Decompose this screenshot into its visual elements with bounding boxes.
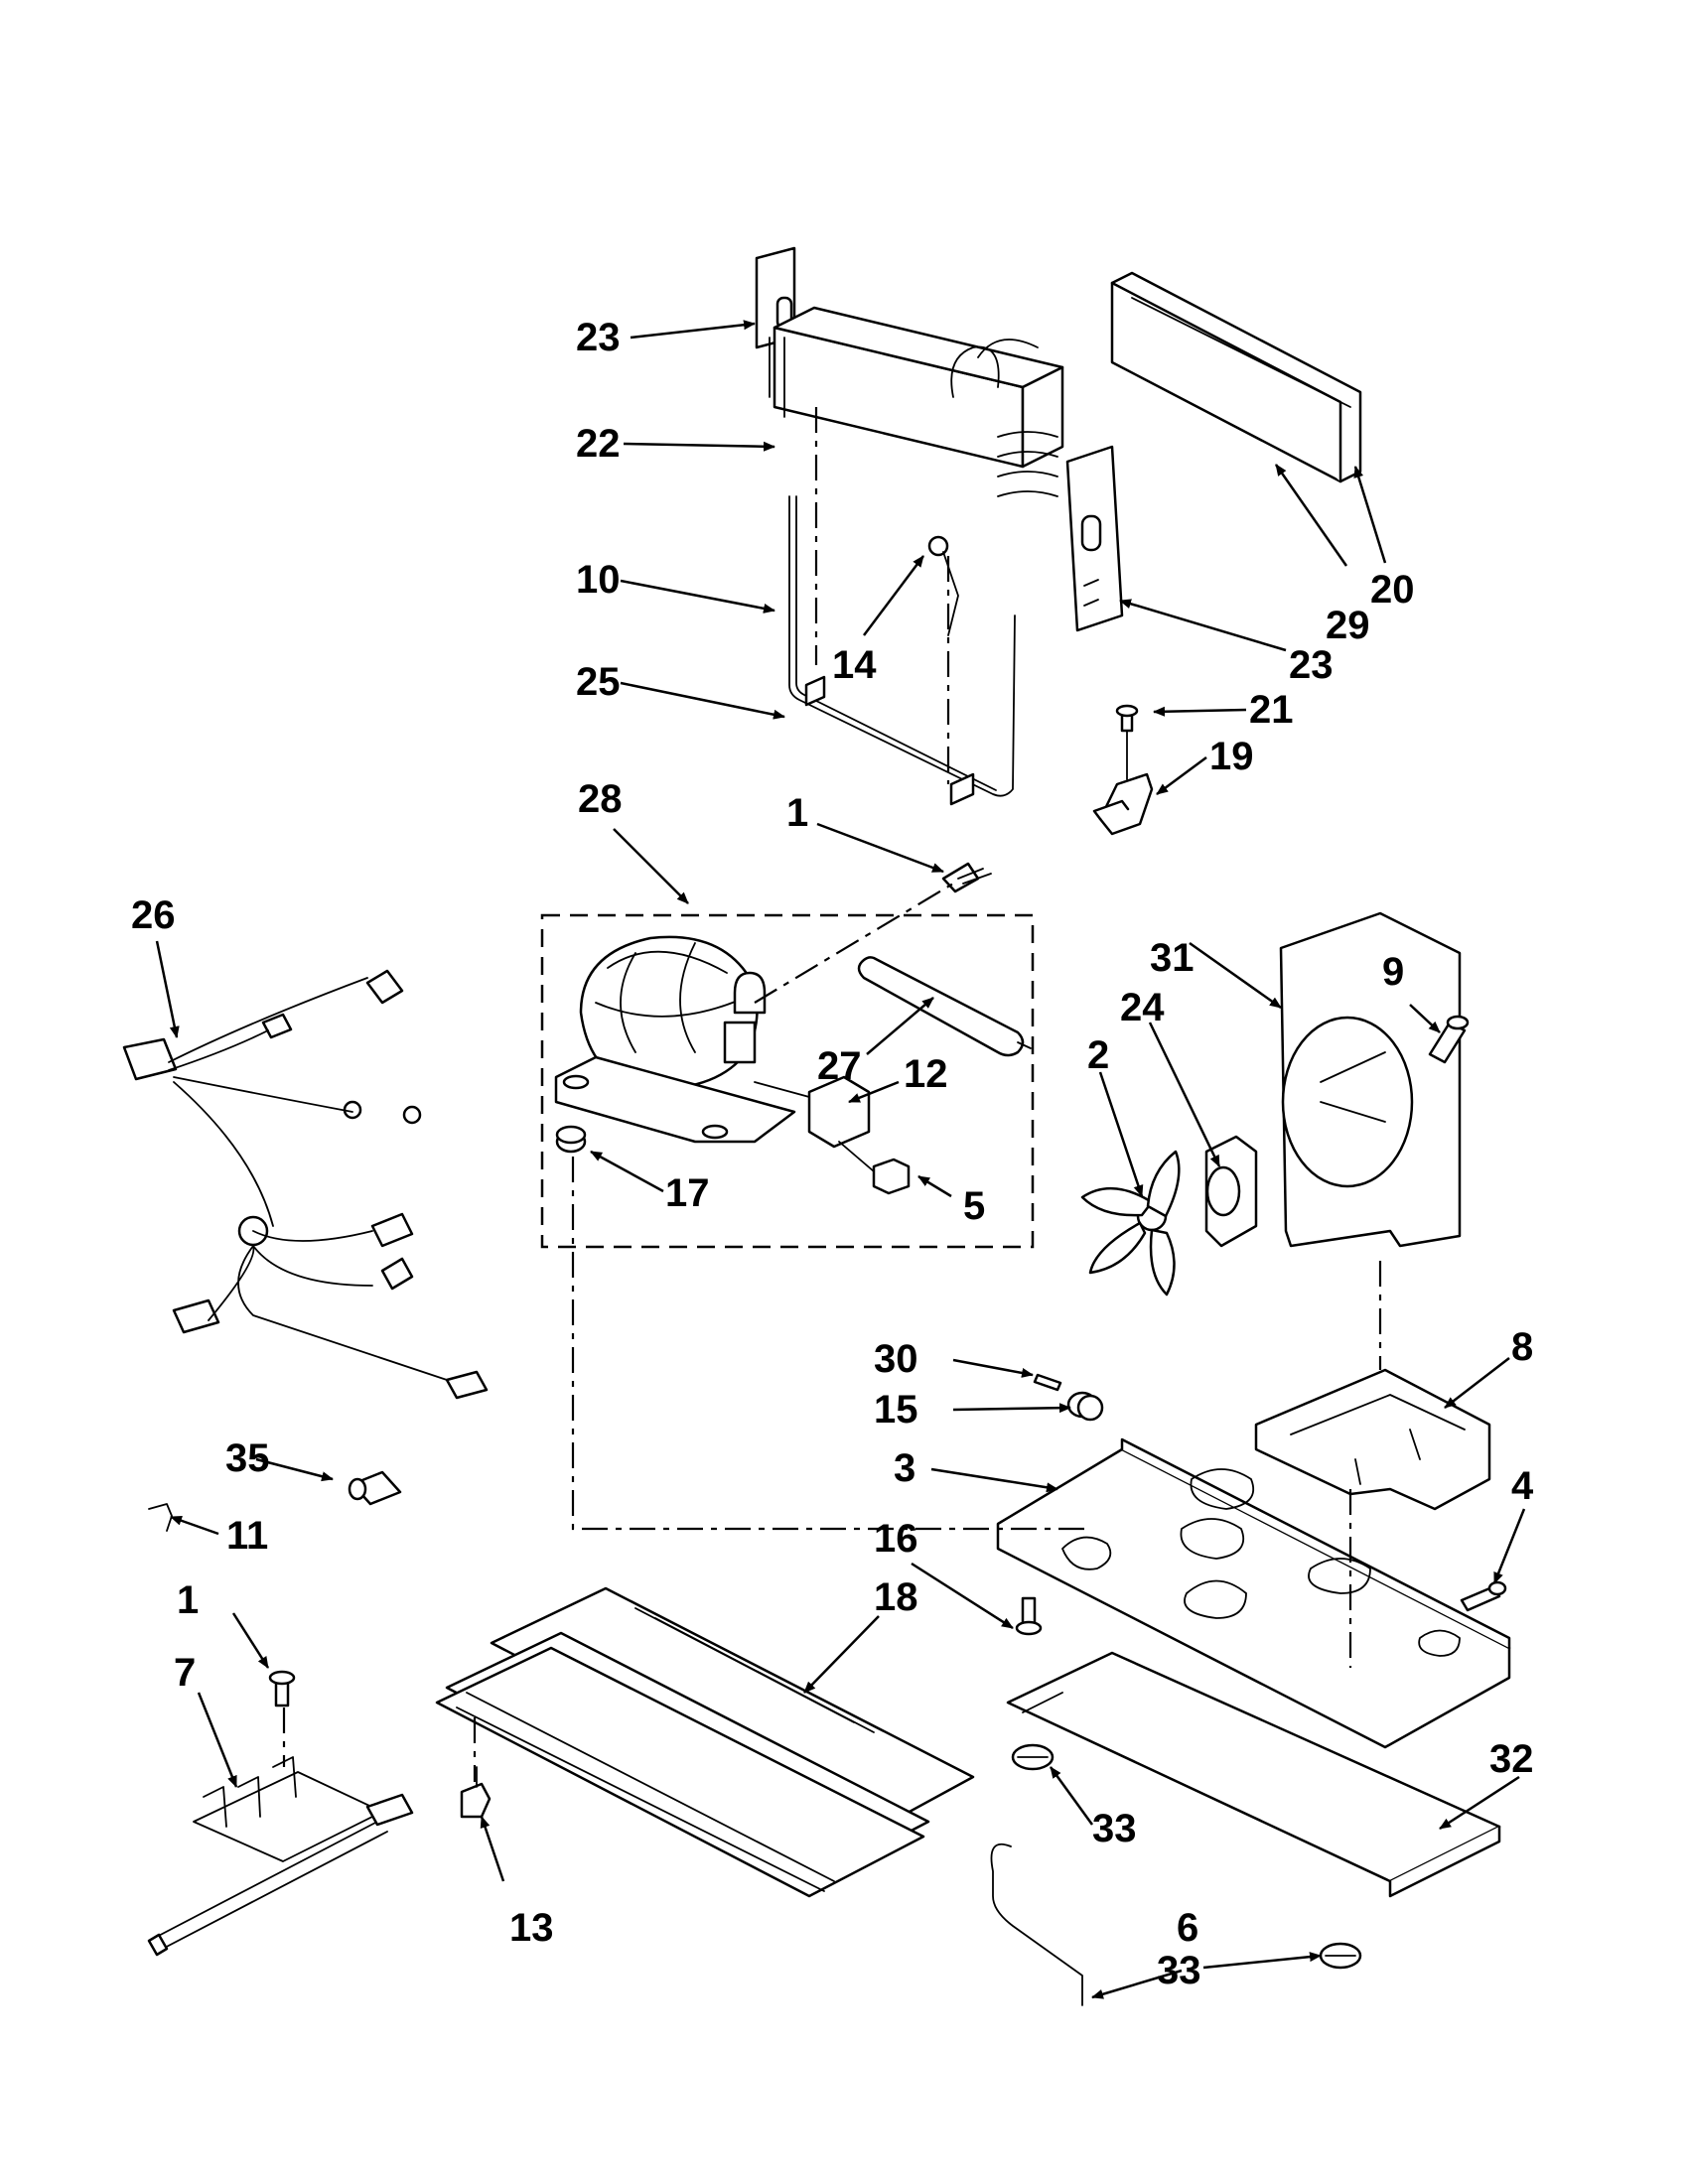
callout-28: 28: [578, 777, 623, 821]
compressor-part: [554, 935, 796, 1144]
grommet-15-part: [1066, 1391, 1104, 1422]
wire-harness-part: [122, 969, 489, 1400]
callout-26: 26: [131, 893, 176, 937]
clip-13-part: [460, 1766, 492, 1819]
callout-11: 11: [226, 1514, 268, 1558]
fan-blade-part: [1080, 1150, 1181, 1297]
callout-1-top: 1: [786, 791, 808, 835]
callout-23-right: 23: [1289, 643, 1334, 687]
condenser-part: [435, 1586, 975, 1898]
overload-part: [838, 1141, 911, 1195]
callout-33-left: 33: [1092, 1807, 1137, 1850]
callout-30: 30: [874, 1337, 918, 1381]
callout-19: 19: [1209, 735, 1254, 778]
screw-bottom-part: [268, 1670, 296, 1707]
harness-bracket-part: [147, 1756, 414, 1957]
evaporator-bracket-right-part: [1065, 445, 1124, 632]
callout-9: 9: [1382, 950, 1404, 994]
capacitor-35-part: [348, 1470, 402, 1506]
callout-leaders: [155, 320, 1526, 1999]
callout-21: 21: [1249, 688, 1294, 732]
clip-11-part: [148, 1503, 173, 1532]
clip-part: [1092, 704, 1154, 836]
channel-part: [1110, 271, 1362, 483]
callout-labels: 23 22 10 25 14 23 29 20 21 19 28 1 26 31…: [131, 316, 1534, 1992]
callout-13: 13: [509, 1906, 554, 1950]
foot-33-right-part: [1319, 1942, 1362, 1970]
callout-14: 14: [832, 643, 877, 687]
fan-bracket-part: [1254, 1368, 1491, 1511]
evaporator-part: [755, 246, 1064, 497]
grommet-part: [555, 1125, 587, 1154]
compressor-kit-outline: [540, 913, 1035, 1249]
base-pan-part: [996, 1437, 1511, 1749]
callout-3: 3: [894, 1446, 915, 1490]
screw-right-part: [1428, 1015, 1470, 1064]
callout-22: 22: [576, 422, 621, 466]
screw-top-part: [941, 862, 992, 893]
callout-16: 16: [874, 1517, 918, 1561]
callout-35: 35: [225, 1436, 270, 1480]
callout-20: 20: [1370, 568, 1415, 612]
assembly-reference-lines: [282, 407, 1382, 1782]
drier-part: [857, 956, 1032, 1057]
fan-shroud-part: [1279, 911, 1462, 1248]
drain-tube-part: [990, 1843, 1083, 2006]
callout-29: 29: [1326, 604, 1370, 647]
defrost-thermostat-part: [927, 535, 959, 636]
callout-33-right: 33: [1157, 1949, 1201, 1992]
callout-1-bottom: 1: [177, 1578, 199, 1622]
callout-24: 24: [1120, 986, 1165, 1029]
callout-2: 2: [1087, 1033, 1109, 1077]
defrost-heater-part: [788, 495, 1016, 806]
callout-18: 18: [874, 1575, 918, 1619]
callout-17: 17: [665, 1171, 710, 1215]
base-cover-part: [1006, 1651, 1501, 1898]
callout-15: 15: [874, 1388, 918, 1432]
tube-30-part: [1033, 1373, 1062, 1392]
callout-5: 5: [963, 1184, 985, 1228]
callout-32: 32: [1489, 1737, 1534, 1781]
callout-12: 12: [904, 1052, 948, 1096]
callout-6: 6: [1177, 1906, 1198, 1950]
callout-25: 25: [576, 660, 621, 704]
callout-27: 27: [817, 1044, 862, 1088]
screw-16-part: [1015, 1596, 1043, 1636]
screw-4-part: [1460, 1580, 1507, 1612]
callout-10: 10: [576, 558, 621, 602]
callout-7: 7: [174, 1651, 196, 1695]
foot-33-left-part: [1011, 1743, 1055, 1771]
callout-23-left: 23: [576, 316, 621, 359]
callout-8: 8: [1511, 1325, 1533, 1369]
callout-4: 4: [1511, 1464, 1534, 1508]
callout-31: 31: [1150, 936, 1195, 980]
